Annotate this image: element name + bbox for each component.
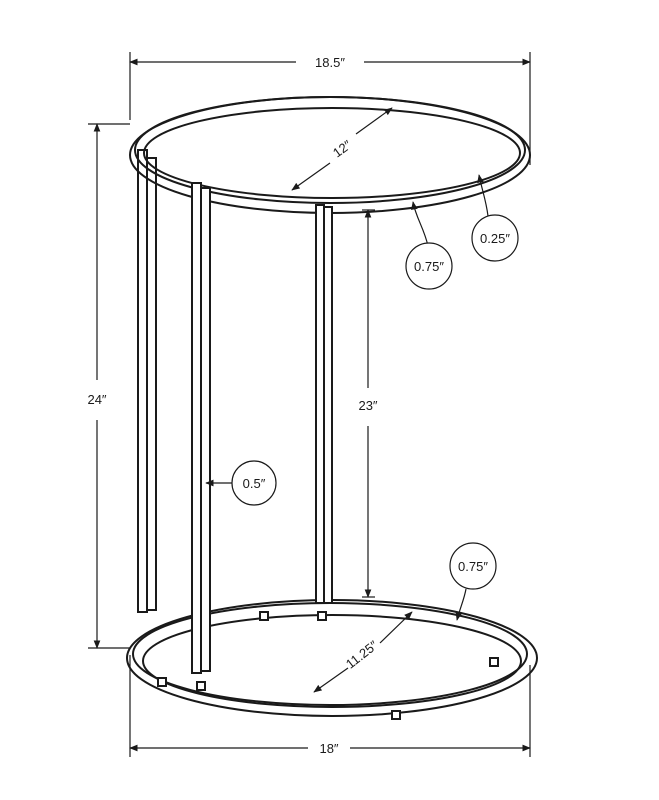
dim-shelf-height: 23″ — [358, 209, 378, 598]
label-shelf-height: 23″ — [358, 398, 377, 413]
label-top-frame: 0.75″ — [414, 259, 444, 274]
callout-tube: 0.5″ — [205, 460, 277, 506]
dim-glass-depth: 12″ — [291, 107, 393, 191]
label-bottom-depth: 11.25″ — [343, 637, 381, 671]
label-glass-depth: 12″ — [330, 137, 355, 161]
callout-top-glass: 0.25″ — [471, 174, 519, 262]
front-legs — [191, 182, 333, 674]
label-height: 24″ — [87, 392, 106, 407]
dim-top-width: 18.5″ — [129, 52, 531, 165]
callout-bottom-frame: 0.75″ — [449, 542, 497, 621]
label-bottom-frame: 0.75″ — [458, 559, 488, 574]
label-bottom-width: 18″ — [319, 741, 338, 756]
label-top-width: 18.5″ — [315, 55, 345, 70]
dim-bottom-width: 18″ — [129, 655, 531, 757]
dim-bottom-depth: 11.25″ — [313, 611, 413, 693]
label-top-glass: 0.25″ — [480, 231, 510, 246]
rear-legs — [137, 149, 157, 613]
bottom-base — [126, 599, 538, 720]
callout-top-frame: 0.75″ — [405, 201, 453, 290]
label-tube: 0.5″ — [243, 476, 266, 491]
dim-height: 24″ — [87, 123, 130, 649]
glass-top — [129, 96, 531, 214]
